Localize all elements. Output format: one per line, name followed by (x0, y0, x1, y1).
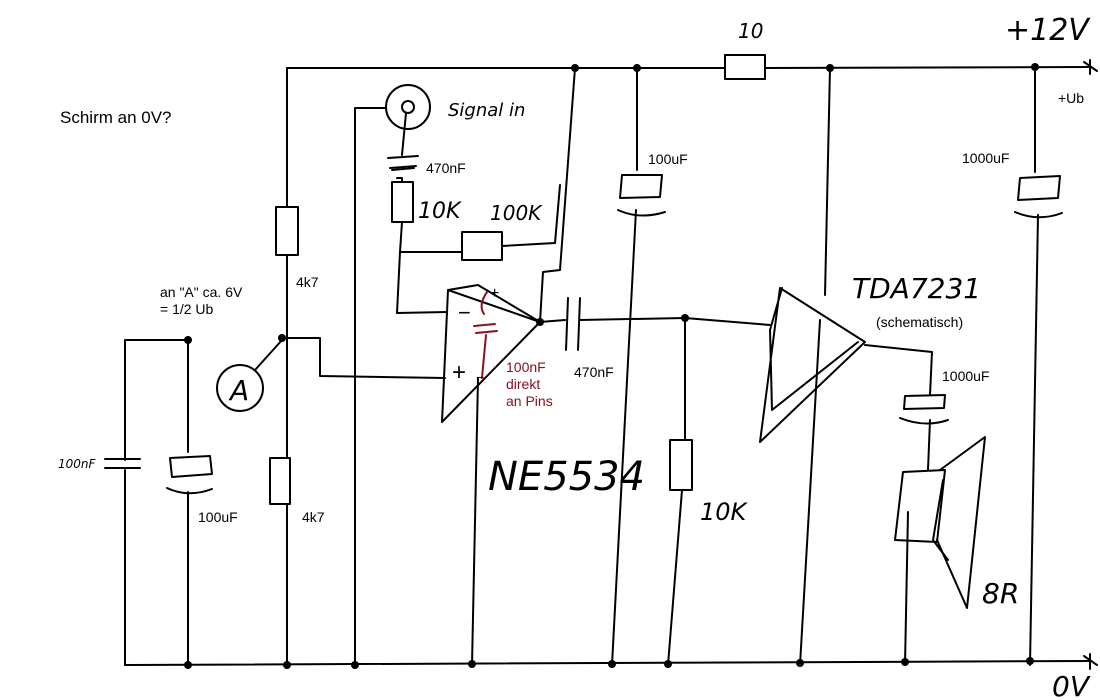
question-note: Schirm an 0V? (60, 108, 172, 127)
opamp-ground-wire (471, 377, 479, 666)
speaker-symbol (894, 436, 986, 609)
ground-label: 0V (1052, 670, 1091, 700)
meter-a-lead (254, 339, 283, 371)
input-node-wire (396, 221, 556, 314)
speaker-label: 8R (982, 577, 1019, 610)
cap-100uf-left (166, 455, 213, 495)
left-vertical-wire (124, 339, 189, 666)
signal-jack-inner (401, 100, 415, 114)
amp-name-label: TDA7231 (852, 272, 981, 305)
cap-1000uf-top (1014, 175, 1063, 219)
bias-wire (286, 337, 446, 379)
resistor-10k-load (669, 439, 693, 491)
meter-a-label: A (228, 374, 249, 407)
divider-note-line1: an "A" ca. 6V (160, 284, 243, 300)
amp-note-label: (schematisch) (876, 314, 963, 330)
output-cap-label: 1000uF (942, 368, 989, 384)
cap-100nf-left-label: 100nF (58, 457, 97, 471)
input-resistor-label: 10K (418, 199, 462, 224)
supply-rail-label: +Ub (1058, 90, 1084, 106)
cap-1000uf-top-wire (1029, 67, 1039, 666)
opamp-minus-label: − (458, 300, 471, 325)
opamp-name-label: NE5534 (488, 454, 645, 500)
amp-output-wire (864, 344, 933, 396)
opamp-ne5534-symbol (441, 284, 541, 423)
amp-supply-wire (799, 67, 831, 666)
amp-tda7231-symbol (759, 287, 866, 443)
junction-dots (184, 63, 1039, 669)
divider-note-line2: = 1/2 Ub (160, 301, 214, 317)
ground-terminal (1083, 653, 1098, 670)
resistor-4k7-top (275, 206, 299, 256)
cap-470nf-input (387, 155, 419, 171)
coupling-cap-470nf (565, 297, 581, 351)
resistor-10k-input (391, 181, 414, 223)
signal-wire (389, 112, 417, 183)
supply-rail-wire (286, 66, 1091, 69)
cap-minus-label: − (476, 369, 484, 385)
signal-in-label: Signal in (448, 100, 525, 121)
decoupling-note-line3: an Pins (506, 393, 553, 409)
decoupling-note-line2: direkt (506, 376, 540, 392)
cap-100nf-left (104, 458, 141, 469)
series-resistor-label: 10 (738, 19, 763, 43)
decoupling-note-line1: 100nF (506, 359, 546, 375)
resistor-100k-feedback (461, 231, 503, 261)
feedback-wire (539, 67, 576, 323)
coupling-cap-label: 470nF (574, 364, 614, 380)
speaker-wire (904, 419, 931, 666)
cap-100uf-top-label: 100uF (648, 151, 688, 167)
signal-jack-outer (385, 84, 431, 130)
shield-wire (354, 107, 386, 666)
cap-100uf-bottom-label: 100uF (198, 509, 238, 525)
meter-a-circle (216, 364, 264, 412)
cap-100nf-decoupling (473, 291, 498, 379)
supply-terminal (1083, 59, 1098, 75)
load-resistor-wire (667, 317, 686, 666)
divider-top-label: 4k7 (296, 274, 319, 290)
divider-bottom-label: 4k7 (302, 509, 325, 525)
opamp-plus-label: + (452, 359, 466, 386)
resistor-4k7-bottom (269, 457, 291, 505)
cap-100uf-top (617, 174, 666, 217)
load-resistor-label: 10K (700, 498, 749, 526)
input-cap-label: 470nF (426, 160, 466, 176)
cap-1000uf-output (899, 394, 949, 425)
coupling-wire (579, 317, 771, 326)
ground-rail-wire (124, 660, 1091, 666)
resistor-10-supply (724, 54, 766, 80)
feedback-resistor-label: 100K (490, 201, 543, 225)
supply-label: +12V (1005, 13, 1091, 48)
cap-plus-label: + (490, 285, 499, 302)
cap-100uf-top-wire (611, 67, 638, 666)
cap-1000uf-top-label: 1000uF (962, 150, 1009, 166)
